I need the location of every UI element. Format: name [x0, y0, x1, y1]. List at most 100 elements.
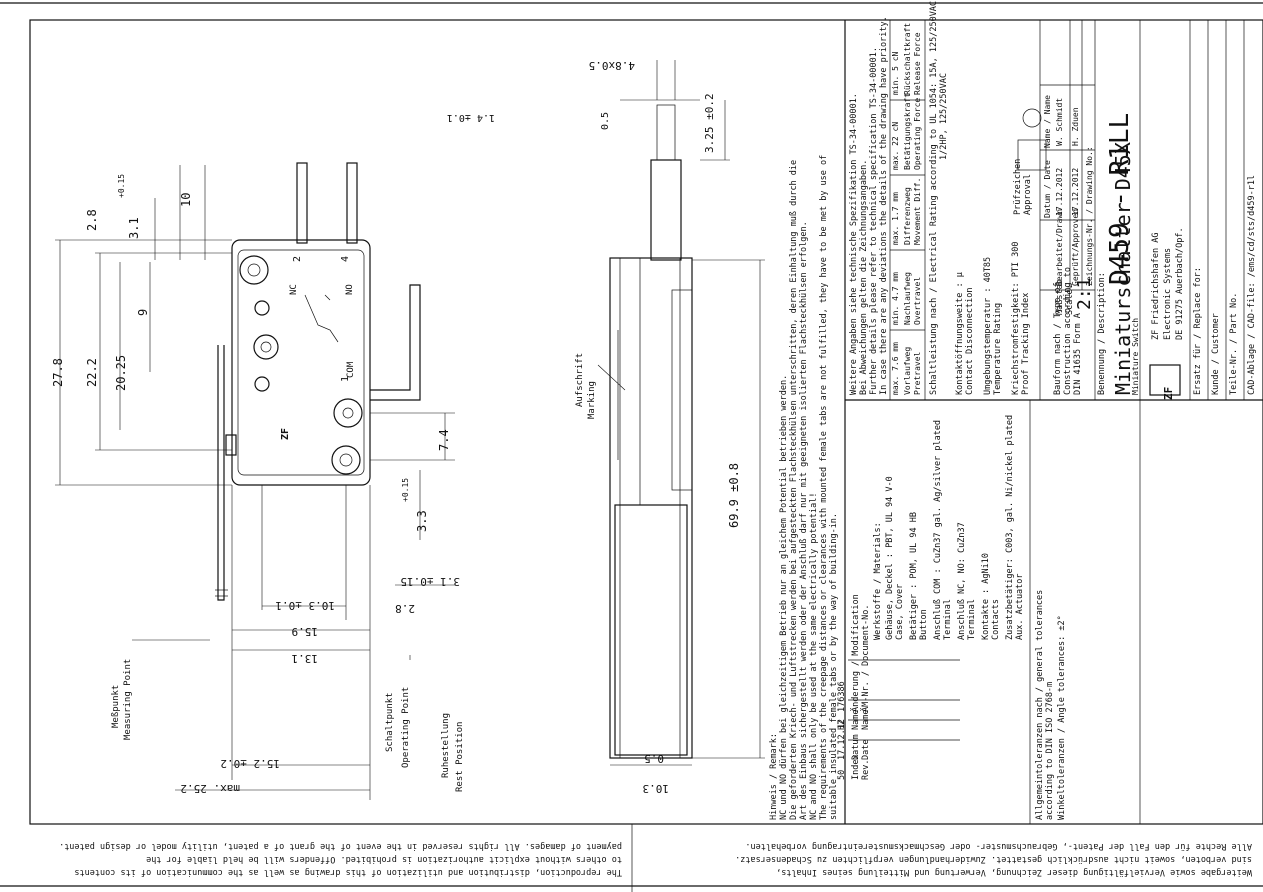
svg-text:Bei Abweichungen gelten die Ze: Bei Abweichungen gelten die Zeichnungsan…	[859, 160, 869, 395]
svg-text:Button: Button	[919, 609, 929, 640]
svg-text:Operating Force: Operating Force	[913, 98, 922, 170]
svg-text:3.25 ±0.2: 3.25 ±0.2	[703, 93, 716, 153]
body-logo: ZF	[280, 428, 291, 440]
notes-block: Hinweis / Remark: NC und NO dürfen bei g…	[769, 155, 839, 820]
svg-text:Weitere Angaben siehe technisc: Weitere Angaben siehe technische Spezifi…	[849, 93, 859, 395]
svg-text:max. 22 cN: max. 22 cN	[891, 122, 900, 170]
svg-text:Differenzweg: Differenzweg	[903, 187, 912, 245]
terminal-no	[346, 162, 358, 244]
svg-text:The requirements of the creepa: The requirements of the creepage distanc…	[819, 155, 829, 820]
svg-text:Nachlaufweg: Nachlaufweg	[903, 272, 912, 325]
marking-label: Aufschrift	[575, 353, 585, 407]
svg-text:Aux. Actuator: Aux. Actuator	[1015, 573, 1025, 640]
svg-text:Weitergabe sowie Vervielfältig: Weitergabe sowie Vervielfältigung dieser…	[776, 867, 1252, 877]
rest-position-label: Ruhestellung	[441, 713, 451, 778]
svg-text:Proof Tracking Index: Proof Tracking Index	[1021, 293, 1031, 395]
svg-text:13.1: 13.1	[292, 652, 319, 665]
measuring-point-label: Meßpunkt	[111, 685, 121, 728]
svg-text:CAD-Ablage / CAD-file: /ems/cd: CAD-Ablage / CAD-file: /ems/cd/sts/d459-…	[1247, 175, 1257, 395]
svg-text:ZF Friedrichshafen AG: ZF Friedrichshafen AG	[1151, 233, 1161, 340]
svg-text:min. 4.7 mm: min. 4.7 mm	[891, 272, 900, 325]
svg-text:Construction according to: Construction according to	[1063, 267, 1073, 395]
svg-text:suitable insulated female tabs: suitable insulated female tabs or by the…	[829, 513, 839, 820]
svg-text:DIN 41635 Form A: DIN 41635 Form A	[1073, 313, 1083, 395]
svg-text:Betätiger : POM, UL 94 H: Betätiger : POM, UL 94 HB	[909, 512, 919, 640]
svg-text:2: 2	[292, 256, 303, 262]
svg-text:Die geforderten Kriech- und Lu: Die geforderten Kriech- und Luftstrecken…	[789, 160, 799, 820]
svg-text:H. Zduen: H. Zduen	[1071, 107, 1080, 146]
svg-text:Overtravel: Overtravel	[913, 277, 922, 325]
svg-text:3.3: 3.3	[415, 510, 429, 532]
svg-text:Ersatz für / Replace for:: Ersatz für / Replace for:	[1193, 267, 1203, 395]
svg-text:Kontakte : AgNi10: Kontakte : AgNi10	[981, 553, 991, 640]
svg-text:In case there are any deviatio: In case there are any deviations the det…	[879, 16, 889, 395]
copyright-de: Weitergabe sowie Vervielfältigung dieser…	[735, 841, 1252, 877]
svg-text:Measuring Point: Measuring Point	[123, 659, 133, 740]
terminal-com	[370, 284, 421, 401]
svg-text:Name: Name	[861, 710, 871, 730]
svg-text:Contact Disconnection: Contact Disconnection	[965, 288, 975, 395]
description-title: Miniaturschalter D45X	[1111, 142, 1135, 395]
svg-text:Datum / Date: Datum / Date	[1043, 160, 1052, 218]
approval-mark-icon	[1017, 108, 1047, 171]
svg-text:Änderung / Modification: Änderung / Modification	[850, 594, 861, 712]
svg-text:Kriechstromfestigkeit: PTI 300: Kriechstromfestigkeit: PTI 300	[1011, 241, 1021, 395]
svg-text:Bearbeitet/Drawn: Bearbeitet/Drawn	[1055, 209, 1064, 286]
svg-text:9: 9	[136, 309, 150, 316]
svg-text:Benennung / Description:: Benennung / Description:	[1097, 272, 1107, 395]
svg-text:Approval: Approval	[1023, 174, 1033, 215]
svg-text:3.1 ±0.15: 3.1 ±0.15	[400, 575, 460, 588]
svg-text:W. Schmidt: W. Schmidt	[1055, 98, 1064, 146]
svg-text:Terminal: Terminal	[943, 599, 953, 640]
zf-logo-icon	[1149, 364, 1181, 396]
svg-text:17.12.12: 17.12.12	[837, 719, 847, 760]
svg-text:Allgemeintoleranzen nach / gen: Allgemeintoleranzen nach / general toler…	[1035, 590, 1045, 820]
side-terminal	[650, 159, 682, 261]
terminal-nc	[296, 162, 308, 244]
svg-text:NC: NC	[289, 284, 299, 295]
svg-text:Bauform nach / Type of: Bauform nach / Type of	[1053, 282, 1063, 395]
svg-text:ÄM-Nr. / Document-No.: ÄM-Nr. / Document-No.	[860, 605, 871, 712]
svg-text:10.3 ±0.1: 10.3 ±0.1	[275, 599, 335, 612]
svg-text:Movement Diff.: Movement Diff.	[913, 178, 922, 245]
svg-text:Scale:: Scale:	[1065, 284, 1075, 315]
drawing-frame	[29, 19, 1263, 825]
svg-text:Alle Rechte für den Fall der P: Alle Rechte für den Fall der Patent-, Ge…	[745, 841, 1252, 851]
svg-text:Datum: Datum	[851, 734, 861, 760]
svg-text:Maßstab: Maßstab	[1055, 279, 1065, 315]
svg-text:COM: COM	[346, 361, 356, 378]
svg-text:Hinweis / Remark:: Hinweis / Remark:	[769, 733, 779, 820]
svg-text:2.8: 2.8	[85, 209, 99, 231]
drawing-number: D459 - R1LL	[1105, 113, 1135, 285]
svg-text:Anschluß NC, NO: CuZn37: Anschluß NC, NO: CuZn37	[957, 522, 967, 640]
svg-text:Contacts: Contacts	[991, 599, 1001, 640]
svg-text:Terminal: Terminal	[967, 599, 977, 640]
svg-text:Kunde / Customer: Kunde / Customer	[1211, 313, 1221, 395]
title-block: Index Rev. Datum Date Name Name Änderung…	[837, 1, 1263, 824]
svg-text:4: 4	[340, 256, 351, 262]
svg-text:Schaltleistung nach / Electric: Schaltleistung nach / Electrical Rating …	[929, 1, 939, 395]
svg-text:2:1: 2:1	[1074, 277, 1095, 310]
svg-text:Release Force: Release Force	[913, 32, 922, 95]
com-terminal-hole	[333, 398, 363, 428]
svg-text:1.4 ±0.1: 1.4 ±0.1	[447, 112, 495, 123]
svg-text:176386: 176386	[837, 681, 847, 712]
svg-text:Prüfzeichen: Prüfzeichen	[1013, 159, 1023, 215]
svg-text:Umgebungstemperatur : 40T85: Umgebungstemperatur : 40T85	[983, 257, 993, 395]
svg-text:NC and NO shall only be used a: NC and NO shall only be used at the same…	[809, 492, 819, 820]
svg-text:Operating Point: Operating Point	[401, 687, 411, 768]
svg-text:Kontaktöffnungsweite : µ: Kontaktöffnungsweite : µ	[955, 272, 965, 395]
svg-text:Case, Cover: Case, Cover	[895, 584, 905, 640]
svg-text:50: 50	[837, 770, 847, 780]
svg-text:Further details please refer t: Further details please refer to technica…	[869, 47, 879, 395]
svg-text:3.1: 3.1	[127, 217, 141, 239]
svg-text:Name: Name	[851, 710, 861, 730]
svg-text:7.4: 7.4	[437, 429, 451, 451]
svg-text:Index: Index	[851, 754, 861, 780]
svg-text:according to DIN ISO 2768-m: according to DIN ISO 2768-m	[1045, 682, 1055, 820]
svg-text:20.25: 20.25	[114, 355, 128, 391]
svg-text:Date: Date	[861, 740, 871, 760]
svg-text:Winkeltoleranzen / Angle toler: Winkeltoleranzen / Angle tolerances: ±2°	[1057, 615, 1067, 820]
svg-text:Betätigungskraft: Betätigungskraft	[903, 93, 912, 170]
